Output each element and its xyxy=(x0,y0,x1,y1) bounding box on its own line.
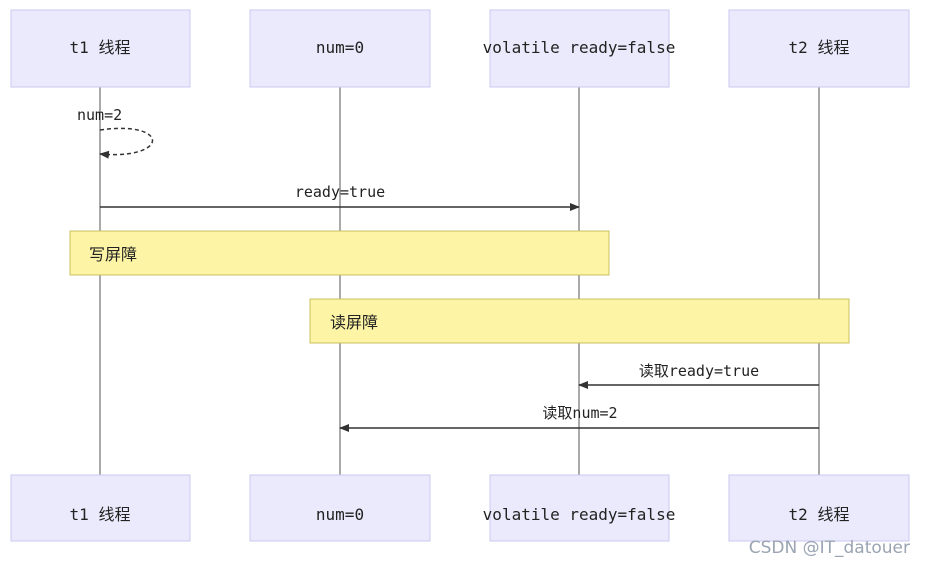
actor-box-t1-top: t1 线程 xyxy=(10,9,191,88)
actor-box-t2-top: t2 线程 xyxy=(728,9,910,88)
actor-box-ready-bottom: volatile ready=false xyxy=(483,474,676,542)
note-read-barrier: 读屏障 xyxy=(309,298,850,344)
actor-label-num-bottom: num=0 xyxy=(316,505,364,524)
actor-box-ready-top: volatile ready=false xyxy=(483,9,676,88)
actor-label-t2-top: t2 线程 xyxy=(789,38,850,57)
note-read-barrier-label: 读屏障 xyxy=(330,313,378,332)
message-label-read-num: 读取num=2 xyxy=(542,404,617,422)
message-label-ready-true: ready=true xyxy=(295,183,385,201)
actor-box-t2-bottom: t2 线程 xyxy=(728,474,910,542)
actor-box-num-bottom: num=0 xyxy=(249,474,431,542)
note-write-barrier: 写屏障 xyxy=(69,230,610,276)
actor-box-t1-bottom: t1 线程 xyxy=(10,474,191,542)
actor-box-num-top: num=0 xyxy=(249,9,431,88)
note-write-barrier-label: 写屏障 xyxy=(89,245,137,264)
message-label-read-ready: 读取ready=true xyxy=(639,362,759,380)
csdn-watermark: CSDN @IT_datouer xyxy=(749,538,910,558)
self-message-arrow xyxy=(99,127,154,159)
self-message-label: num=2 xyxy=(77,106,122,124)
actor-label-t1-bottom: t1 线程 xyxy=(70,505,131,524)
actor-label-num-top: num=0 xyxy=(316,38,364,57)
actor-label-t1-top: t1 线程 xyxy=(70,38,131,57)
actor-label-ready-bottom: volatile ready=false xyxy=(483,505,676,524)
actor-label-t2-bottom: t2 线程 xyxy=(789,505,850,524)
actor-label-ready-top: volatile ready=false xyxy=(483,38,676,57)
